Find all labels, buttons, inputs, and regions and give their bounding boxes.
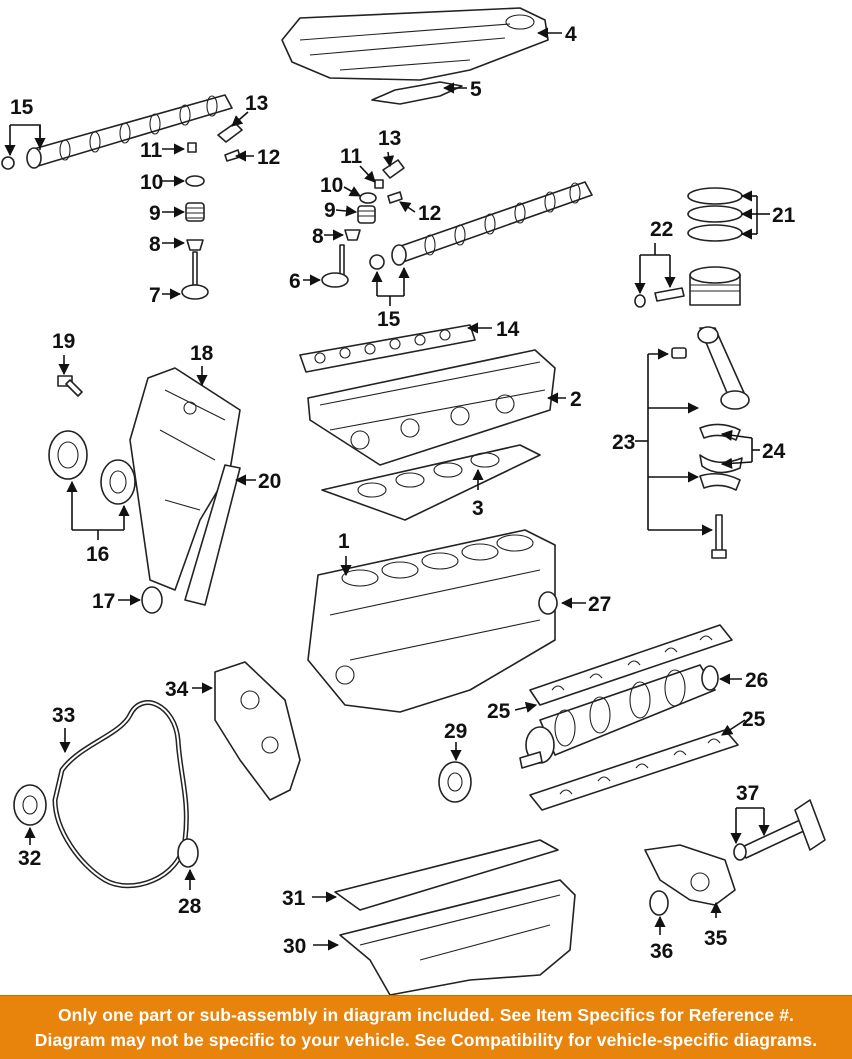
oil-pickup-tube-drawing [733,799,826,861]
callout-11-center: 11 [340,145,363,168]
callout-28: 28 [178,895,202,918]
rod-bearing-drawing [699,423,741,441]
piston-pin-drawing [654,287,685,302]
callout-34: 34 [165,678,189,701]
callout-20: 20 [258,470,281,493]
callout-15-center: 15 [377,308,401,331]
engine-parts-diagram: 4 5 15 13 11 12 10 9 8 7 13 11 10 9 12 8… [1,7,826,995]
oil-pump-drawing [644,844,736,906]
rod-bolt-drawing [711,514,727,559]
callout-15-left: 15 [10,96,34,119]
disclaimer-line-1: Only one part or sub-assembly in diagram… [57,1004,795,1025]
oil-pan-drawing [339,879,576,995]
callout-31: 31 [282,887,306,910]
oil-pan-gasket-drawing [334,839,559,911]
callout-29: 29 [444,720,467,743]
callout-26: 26 [745,669,768,692]
callout-18: 18 [190,342,214,365]
callout-35: 35 [704,927,728,950]
timing-cover-seal-drawing [177,838,199,868]
engine-block-drawing [307,529,556,713]
callout-9-center: 9 [324,199,336,222]
callout-36: 36 [650,940,673,963]
pin-clip-drawing [634,294,646,308]
callout-8-center: 8 [312,225,324,248]
front-crank-seal-drawing [141,586,163,614]
callout-10-center: 10 [320,174,343,197]
valve-drawing [181,251,209,300]
callout-21: 21 [772,204,796,227]
callout-33: 33 [52,704,75,727]
callout-23: 23 [612,431,635,454]
connecting-rod-drawing [697,326,750,410]
piston-ring-set-drawing [687,187,743,242]
crankshaft-pulley-drawing [438,761,472,803]
callout-22: 22 [650,218,673,241]
callout-25-upper: 25 [487,700,511,723]
callout-2: 2 [570,388,582,411]
callout-27: 27 [588,593,611,616]
callout-10-left: 10 [140,171,163,194]
valve-stem-seal-drawing [186,239,204,251]
callout-7: 7 [149,284,161,307]
rocker-arm-drawing [217,122,243,143]
leader-lines [4,27,770,951]
rear-main-seal-drawing [538,591,558,615]
callout-13-center: 13 [378,127,401,150]
callout-32: 32 [18,847,41,870]
callout-24: 24 [762,440,786,463]
disclaimer-banner: Only one part or sub-assembly in diagram… [0,995,852,1059]
callout-12-center: 12 [418,202,441,225]
spring-retainer-drawing [185,175,205,187]
idler-pulley-drawing [13,784,47,826]
camshaft-sprocket-drawing [48,430,136,505]
valve-spring-drawing [185,202,205,222]
lash-adjuster-drawing [187,142,197,153]
drive-belt-drawing [52,700,189,889]
callout-4: 4 [565,23,577,46]
callout-14: 14 [496,318,520,341]
callout-8-left: 8 [149,233,161,256]
main-bearing-set-drawing [529,624,739,811]
valve-cover-gasket-drawing [371,81,463,105]
callout-17: 17 [92,590,115,613]
callout-labels: 4 5 15 13 11 12 10 9 8 7 13 11 10 9 12 8… [10,23,796,963]
chain-tensioner-rail-drawing [184,464,241,606]
crankshaft-drawing [519,664,719,769]
cylinder-head-drawing [307,349,556,466]
callout-37: 37 [736,782,759,805]
callout-19: 19 [52,330,75,353]
callout-9-left: 9 [149,202,161,225]
head-gasket-drawing [321,444,541,521]
piston-drawing [689,266,741,306]
intake-camshaft-drawing [391,181,593,266]
callout-12-left: 12 [257,146,280,169]
callout-30: 30 [283,935,306,958]
oil-pump-sprocket-drawing [649,890,669,916]
callout-16: 16 [86,543,109,566]
sprocket-bolt-drawing [57,375,83,397]
cylinder-head-bolt-set-drawing [299,324,476,373]
timing-cover-drawing [214,661,301,801]
callout-13-left: 13 [245,92,268,115]
exhaust-camshaft-drawing [26,94,233,169]
disclaimer-line-2: Diagram may not be specific to your vehi… [34,1029,818,1050]
callout-5: 5 [470,78,482,101]
callout-25-lower: 25 [742,708,766,731]
callout-3: 3 [472,497,484,520]
valve-cover-drawing [281,7,549,81]
callout-11-left: 11 [140,139,163,162]
callout-6: 6 [289,270,301,293]
camshaft-seal-drawing [1,156,15,170]
callout-1: 1 [338,530,350,553]
